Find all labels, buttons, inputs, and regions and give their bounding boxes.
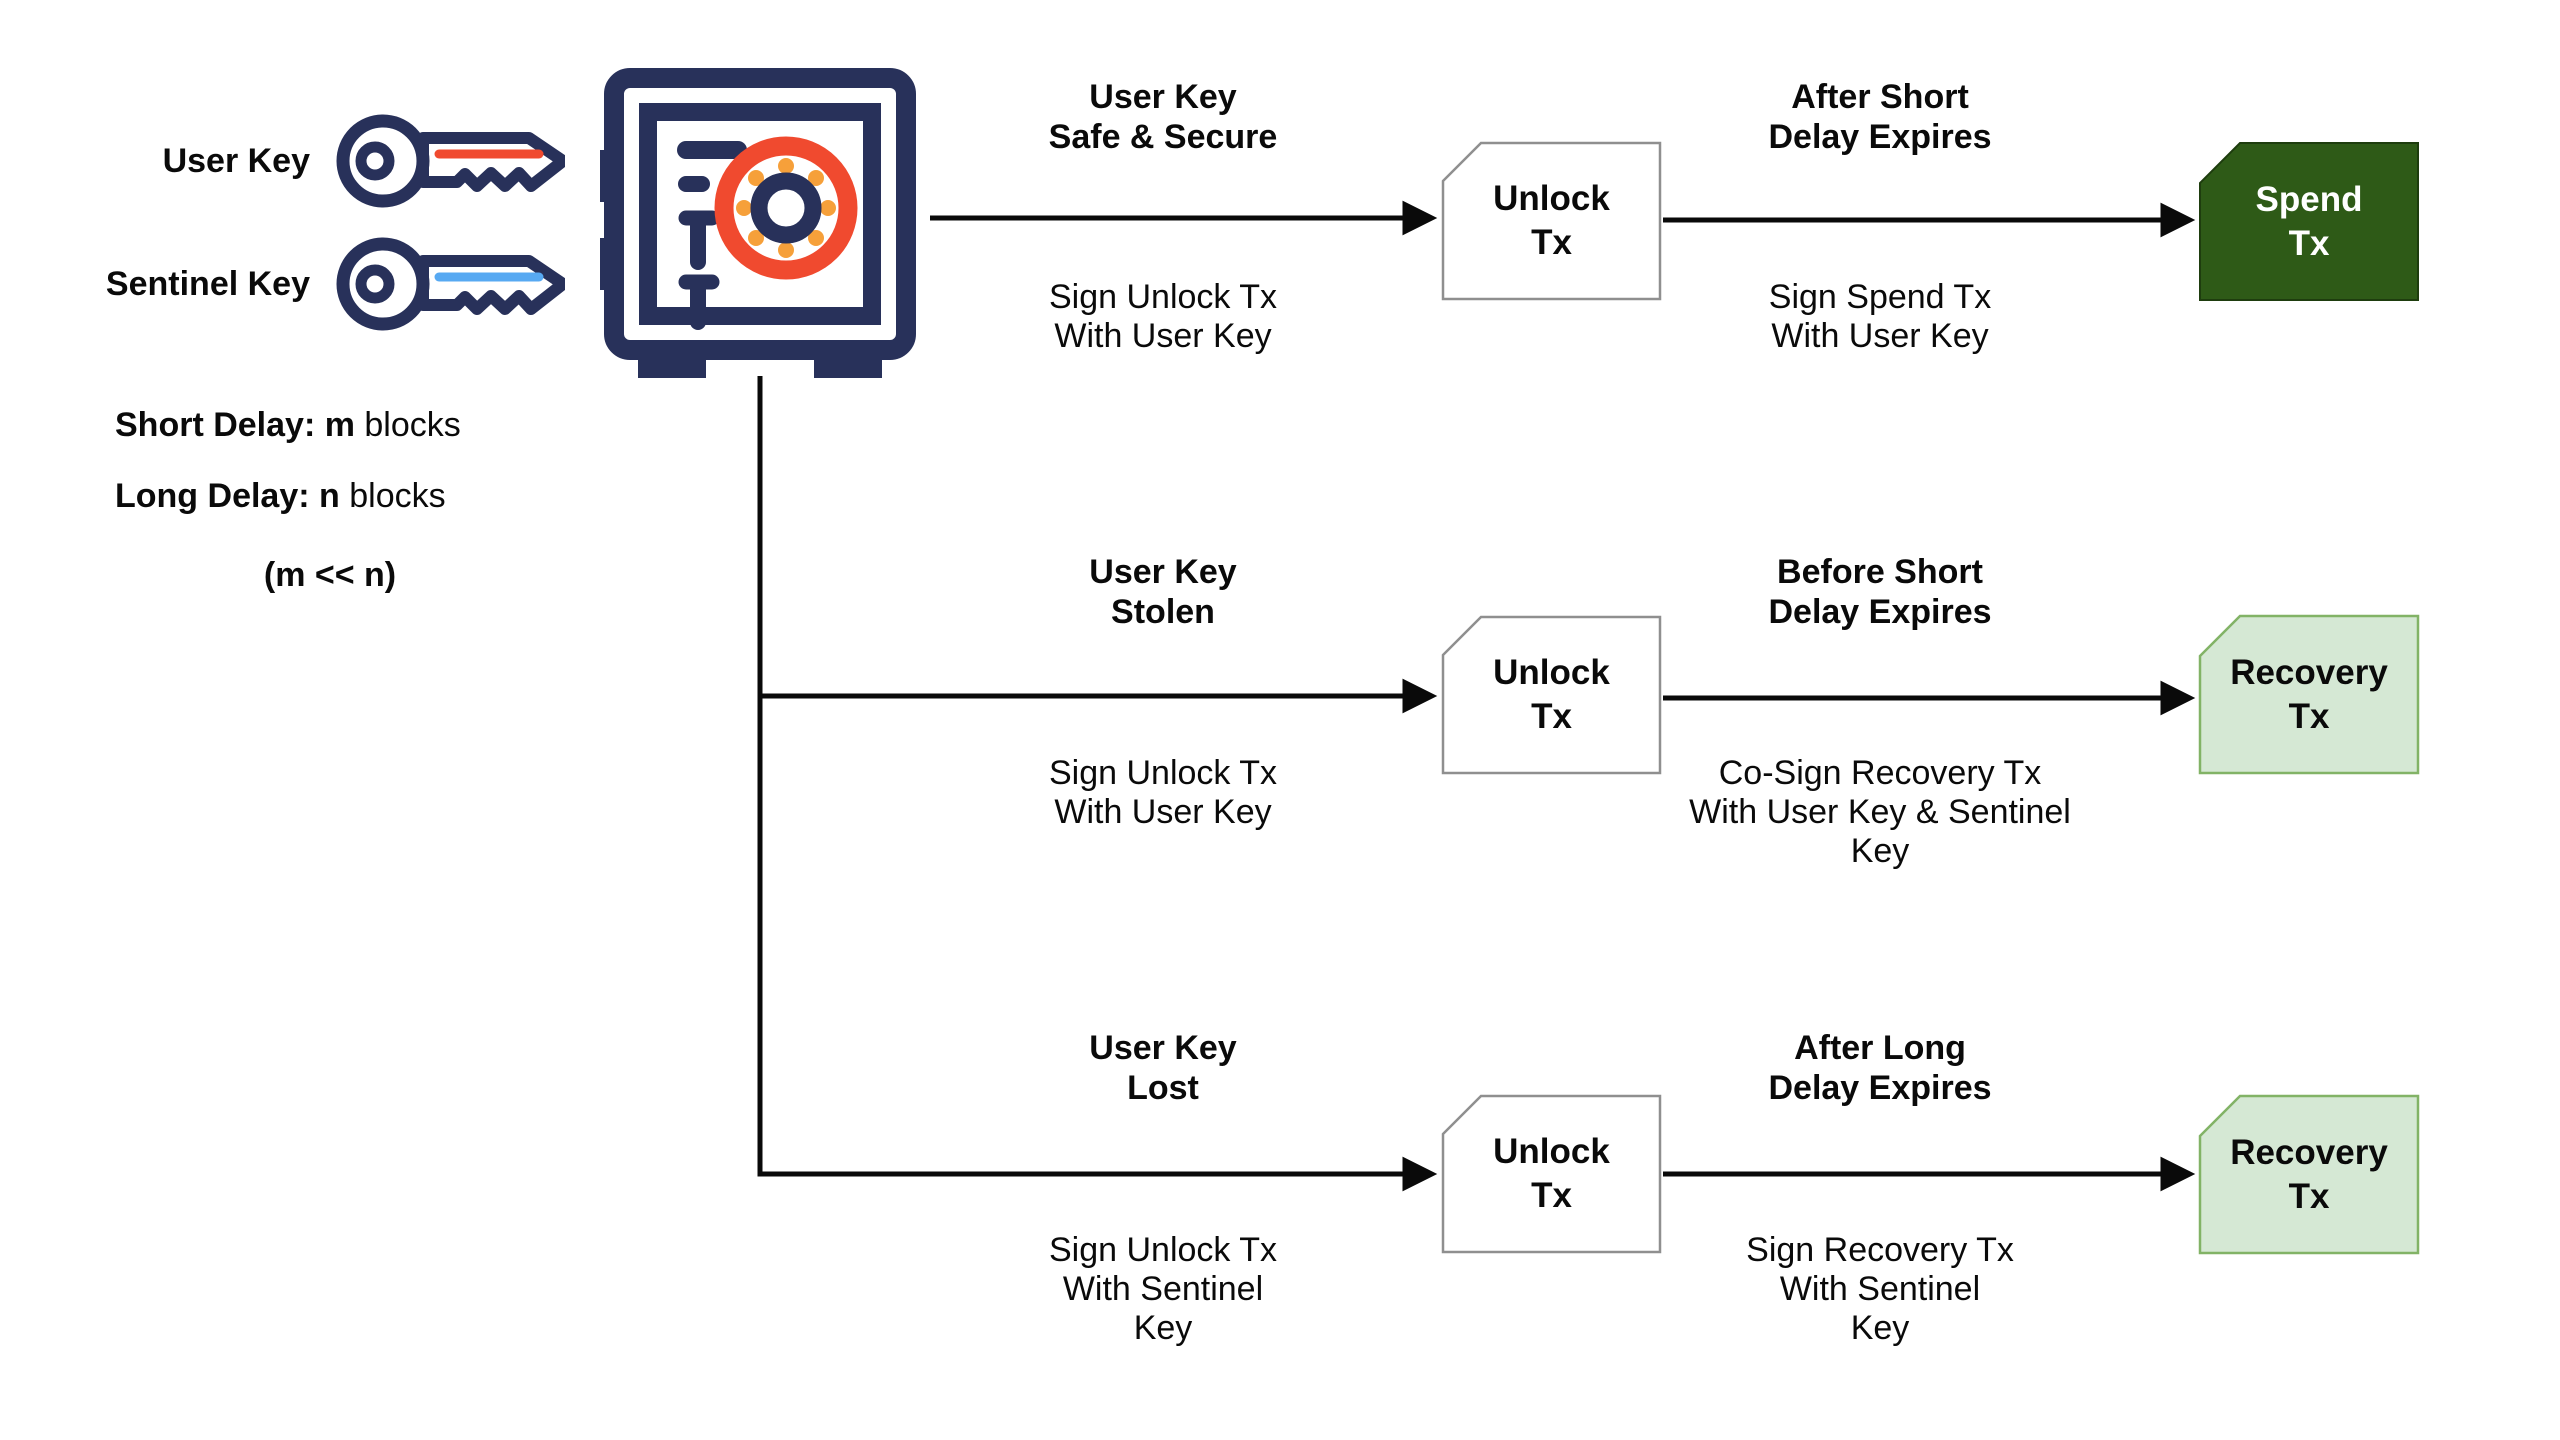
user-key-label: User Key [162,142,310,180]
unlock-tx-node-shape-row2 [1441,615,1662,775]
condition-after-long-delay: After Long Delay Expires [1768,1029,1992,1107]
action-sign-unlock-row2: Sign Unlock Tx With User Key [1048,754,1278,831]
recovery-tx-node-row2: Recovery Tx [2230,652,2388,736]
action-sign-unlock-row1: Sign Unlock Tx With User Key [1048,278,1278,355]
unlock-tx-node-shape-row1 [1441,141,1662,301]
recovery-tx-node-shape-row3 [2198,1094,2420,1255]
action-sign-recovery: Sign Recovery Tx With Sentinel Key [1746,1231,2014,1347]
trunk-and-bottom-branch-line [757,376,1438,1192]
long-delay-note: Long Delay: n blocks [115,477,446,516]
safe-icon [600,68,916,378]
trigger-user-key-lost: User Key Lost [1089,1029,1237,1107]
long-delay-bold: Long Delay: n [115,477,340,515]
sentinel-key-icon [336,237,565,331]
unlock-tx-node-row3: Unlock Tx [1493,1132,1610,1215]
unlock-tx-node-row2: Unlock Tx [1493,653,1610,736]
condition-before-short-delay: Before Short Delay Expires [1768,553,1992,631]
unlock-tx-node-shape-row3 [1441,1094,1662,1254]
action-cosign-recovery: Co-Sign Recovery Tx With User Key & Sent… [1689,754,2071,870]
spend-tx-node-shape [2199,142,2419,301]
sentinel-key-label: Sentinel Key [105,265,310,303]
long-delay-suffix: blocks [339,477,446,515]
safe-door-details [677,141,747,330]
action-sign-unlock-row3: Sign Unlock Tx With Sentinel Key [1048,1231,1278,1347]
trigger-user-key-safe: User Key Safe & Secure [1048,78,1278,156]
short-delay-note: Short Delay: m blocks [115,406,461,445]
dial-dots [736,158,836,258]
delay-comparison-note: (m << n) [263,556,397,594]
short-delay-bold: Short Delay: m [115,406,355,444]
recovery-tx-node-shape-row2 [2198,614,2420,775]
user-key-icon [336,114,565,208]
condition-after-short-delay: After Short Delay Expires [1768,78,1992,156]
unlock-tx-node-row1: Unlock Tx [1493,179,1610,262]
recovery-tx-node-row3: Recovery Tx [2230,1132,2388,1216]
short-delay-suffix: blocks [354,406,461,444]
spend-tx-node: Spend Tx [2255,179,2363,263]
trigger-user-key-stolen: User Key Stolen [1089,553,1237,631]
action-sign-spend: Sign Spend Tx With User Key [1768,278,1992,355]
